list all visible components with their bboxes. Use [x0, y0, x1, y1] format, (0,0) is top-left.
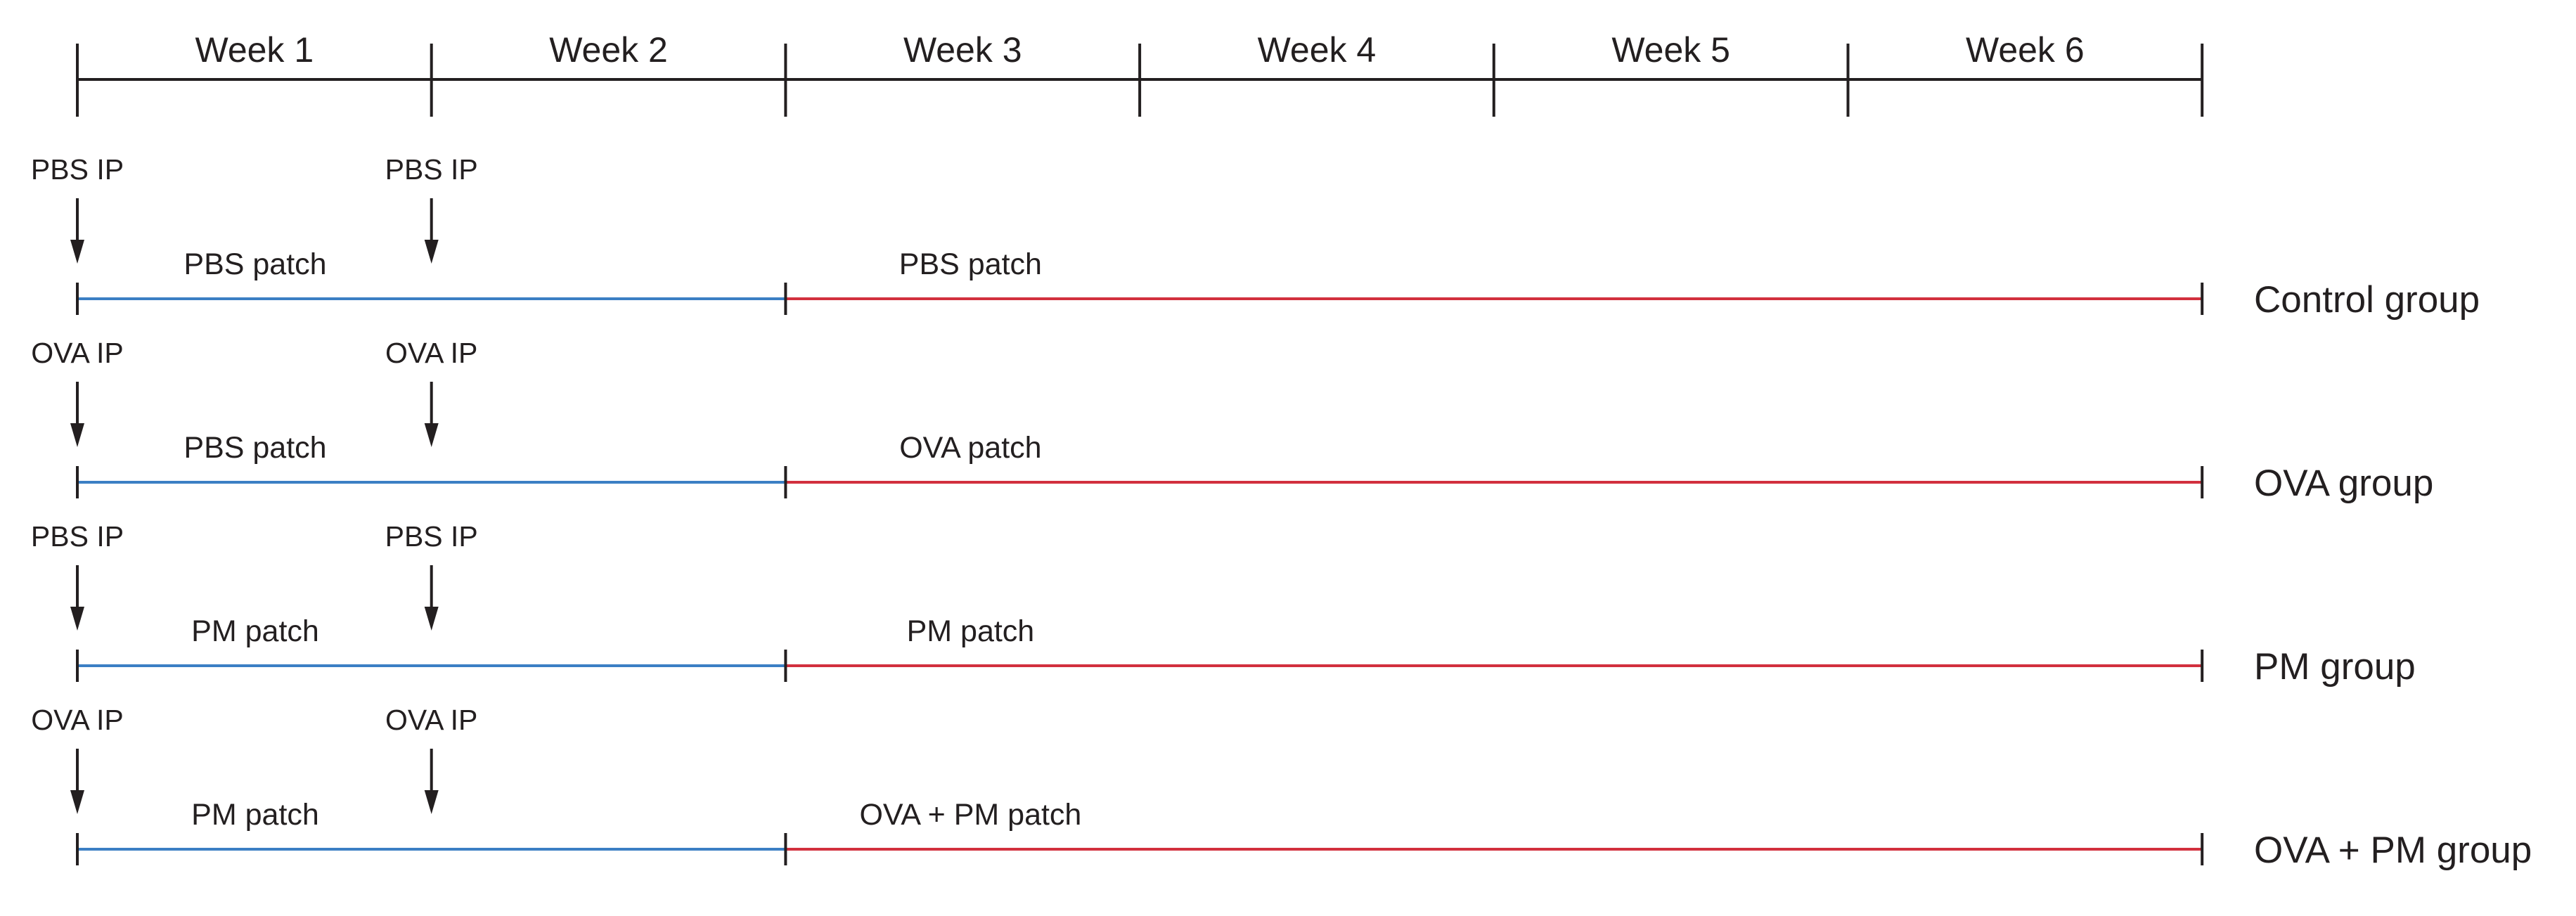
- phase1-patch-label: PBS patch: [183, 431, 326, 465]
- injection-label: PBS IP: [31, 520, 124, 553]
- week-label: Week 6: [1966, 30, 2085, 70]
- arrow-down-icon: [424, 607, 439, 631]
- group-label: OVA group: [2254, 463, 2433, 504]
- injection-label: PBS IP: [31, 153, 124, 186]
- injection-label: OVA IP: [31, 337, 123, 369]
- arrow-down-icon: [424, 423, 439, 447]
- arrow-down-icon: [70, 790, 84, 814]
- injection-label: PBS IP: [385, 153, 478, 186]
- group-label: PM group: [2254, 646, 2416, 688]
- arrow-down-icon: [424, 240, 439, 264]
- injection-label: PBS IP: [385, 520, 478, 553]
- arrow-down-icon: [424, 790, 439, 814]
- arrow-down-icon: [70, 240, 84, 264]
- phase1-patch-label: PM patch: [191, 798, 319, 832]
- week-label: Week 2: [549, 30, 668, 70]
- group-row: PBS IP PBS IP PM patch PM patch PM group: [31, 520, 2416, 688]
- injection-label: OVA IP: [385, 704, 477, 736]
- injection-label: OVA IP: [385, 337, 477, 369]
- group-label: OVA + PM group: [2254, 830, 2532, 871]
- phase2-patch-label: PBS patch: [899, 247, 1042, 281]
- arrow-down-icon: [70, 607, 84, 631]
- week-label: Week 4: [1258, 30, 1377, 70]
- arrow-down-icon: [70, 423, 84, 447]
- phase2-patch-label: OVA patch: [899, 431, 1041, 465]
- week-label: Week 5: [1611, 30, 1730, 70]
- phase1-patch-label: PBS patch: [183, 247, 326, 281]
- group-label: Control group: [2254, 279, 2480, 321]
- week-axis: Week 1 Week 2 Week 3 Week 4 Week 5 Week 6: [76, 30, 2204, 117]
- injection-label: OVA IP: [31, 704, 123, 736]
- phase2-patch-label: PM patch: [907, 614, 1035, 648]
- week-label: Week 3: [903, 30, 1022, 70]
- week-label: Week 1: [195, 30, 314, 70]
- phase2-patch-label: OVA + PM patch: [859, 798, 1081, 832]
- phase1-patch-label: PM patch: [191, 614, 319, 648]
